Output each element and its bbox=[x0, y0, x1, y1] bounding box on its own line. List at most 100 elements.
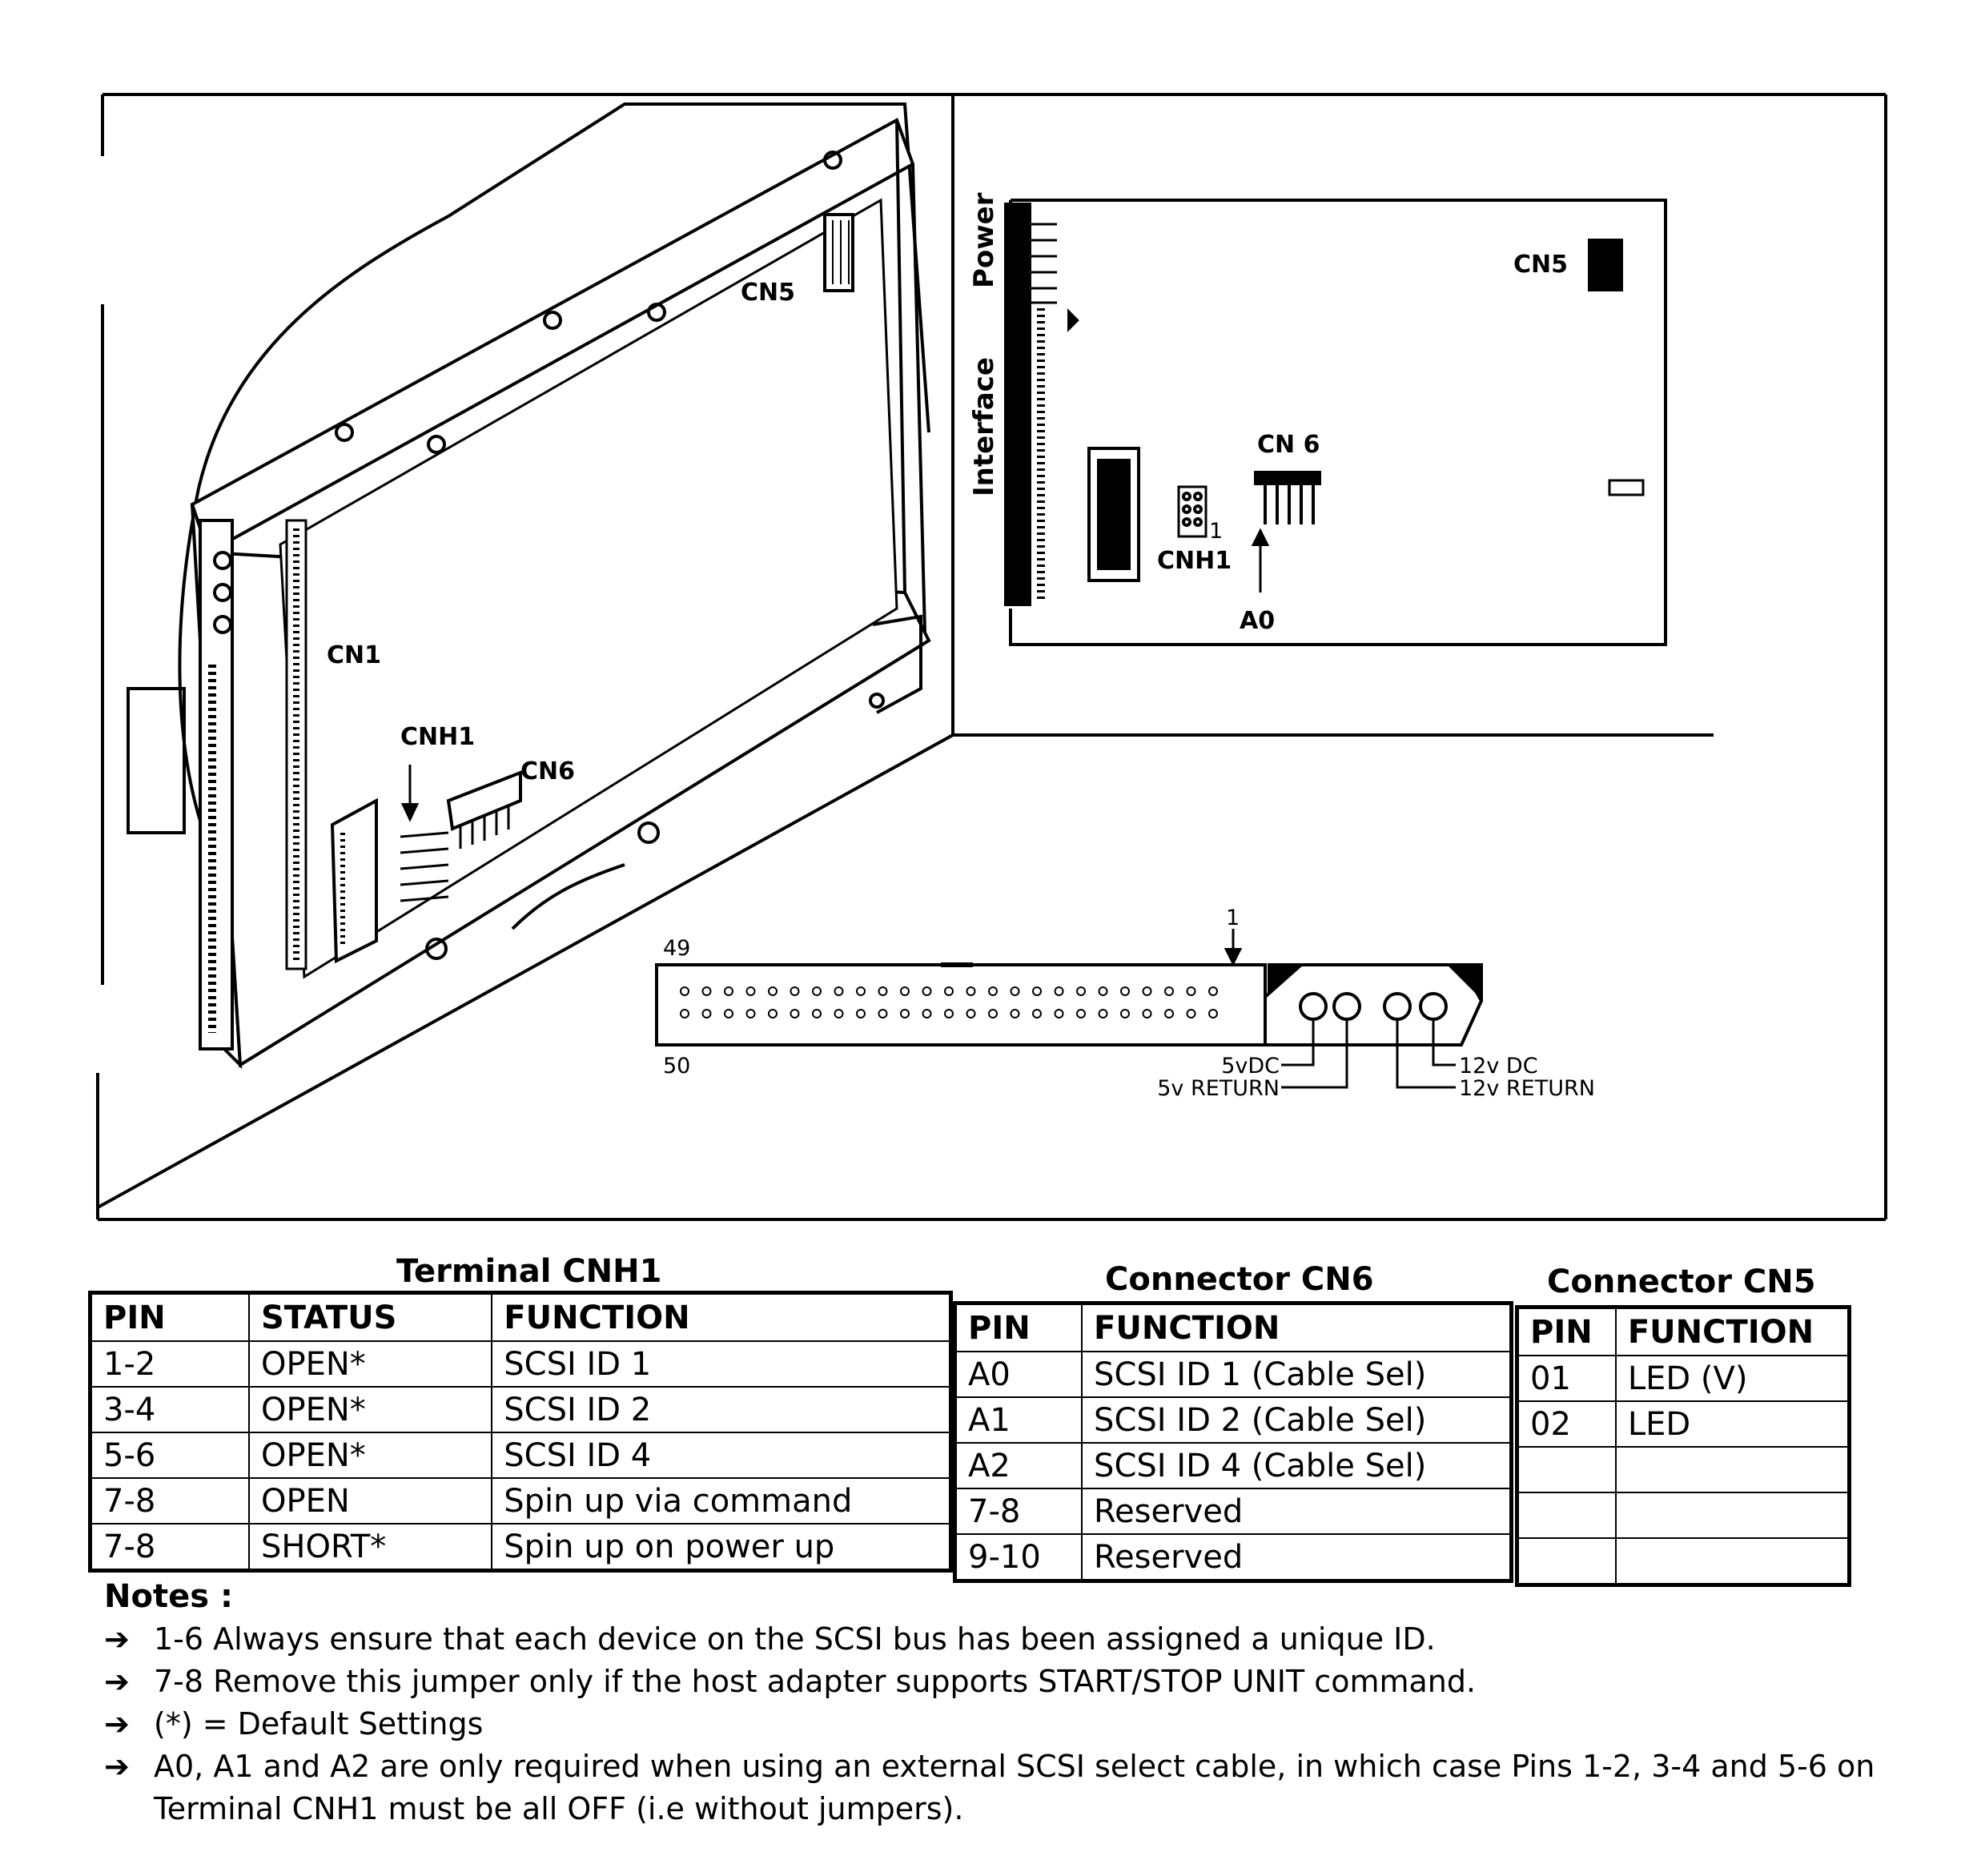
12vdc-label: 12v DC bbox=[1459, 1054, 1538, 1079]
cnh1-cell: OPEN bbox=[247, 1477, 493, 1525]
right-cn5-label: CN5 bbox=[1513, 251, 1568, 279]
cnh1-header-status: STATUS bbox=[247, 1292, 493, 1342]
connector-pin-dot bbox=[1164, 1009, 1174, 1018]
cn5-cell bbox=[1516, 1446, 1617, 1493]
connector-pin-dot bbox=[944, 1009, 954, 1018]
cn5-cell: 02 bbox=[1516, 1400, 1617, 1448]
drive-isometric-drawing bbox=[127, 102, 931, 1070]
cn6-table-title: Connector CN6 bbox=[1105, 1261, 1374, 1298]
cn6-cell: 9-10 bbox=[954, 1533, 1083, 1582]
rear-connector-drawing bbox=[655, 929, 1484, 1089]
cn5-cell bbox=[1614, 1537, 1850, 1586]
cnh1-cell: 1-2 bbox=[89, 1340, 250, 1388]
cn5-table-row bbox=[1516, 1537, 1850, 1586]
12v-return-label: 12v RETURN bbox=[1459, 1076, 1595, 1101]
connector-pin-dot bbox=[856, 986, 866, 996]
connector-pin-dot bbox=[1010, 1009, 1020, 1018]
connector-pin-dot bbox=[768, 1009, 778, 1018]
cn5-table-row bbox=[1516, 1492, 1850, 1539]
connector-pin50-label: 50 bbox=[663, 1054, 690, 1079]
connector-pin-dot bbox=[1186, 1009, 1196, 1018]
connector-pin-dot bbox=[812, 986, 822, 996]
cnh1-cell: Spin up via command bbox=[491, 1477, 952, 1525]
connector-pin-dot bbox=[1054, 1009, 1064, 1018]
note-text: 1-6 Always ensure that each device on th… bbox=[154, 1621, 1436, 1657]
connector-pin-dot bbox=[966, 1009, 976, 1018]
connector-pin1-label: 1 bbox=[1226, 906, 1240, 930]
connector-pin-dot bbox=[1186, 986, 1196, 996]
connector-pin-dot bbox=[966, 986, 976, 996]
cnh1-cell: 7-8 bbox=[89, 1477, 250, 1525]
connector-pin-dot bbox=[834, 1009, 844, 1018]
cn6-header-function: FUNCTION bbox=[1081, 1302, 1513, 1352]
right-cn6-label: CN 6 bbox=[1257, 431, 1320, 459]
connector-pin-dot bbox=[922, 1009, 932, 1018]
note-text: A0, A1 and A2 are only required when usi… bbox=[154, 1749, 1875, 1826]
connector-pin-dot bbox=[1076, 1009, 1086, 1018]
note-text: 7-8 Remove this jumper only if the host … bbox=[154, 1664, 1477, 1699]
cn6-cell: A2 bbox=[954, 1442, 1083, 1489]
cn5-table-title: Connector CN5 bbox=[1547, 1263, 1816, 1300]
connector-pin-dot bbox=[834, 986, 844, 996]
connector-pin-dot bbox=[878, 1009, 888, 1018]
connector-pin-dot bbox=[680, 1009, 689, 1018]
connector-pin-dot bbox=[1032, 1009, 1042, 1018]
connector-pin-dot bbox=[1164, 986, 1174, 996]
cnh1-pin1-marker: 1 bbox=[1209, 519, 1223, 544]
connector-pin-dot bbox=[1142, 1009, 1152, 1018]
cn5-table-row bbox=[1516, 1446, 1850, 1493]
connector-pin-dot bbox=[1098, 986, 1108, 996]
cnh1-cell: SCSI ID 2 bbox=[491, 1386, 952, 1433]
power-label: Power bbox=[968, 192, 1000, 288]
5v-return-label: 5v RETURN bbox=[1157, 1076, 1280, 1101]
notes-heading: Notes : bbox=[104, 1578, 233, 1615]
interface-label: Interface bbox=[968, 357, 1000, 496]
arrow-icon: ➔ bbox=[104, 1664, 130, 1699]
arrow-icon: ➔ bbox=[104, 1706, 130, 1741]
connector-pin-dot bbox=[1032, 986, 1042, 996]
connector-pin-dot bbox=[1208, 1009, 1218, 1018]
cn5-header-function: FUNCTION bbox=[1614, 1306, 1850, 1356]
diagram-frame bbox=[96, 93, 1887, 1221]
connector-pin-dot bbox=[768, 986, 778, 996]
note-item: ➔ A0, A1 and A2 are only required when u… bbox=[104, 1745, 1946, 1830]
cnh1-cell: 7-8 bbox=[89, 1523, 250, 1572]
cnh1-cell: OPEN* bbox=[247, 1386, 493, 1433]
cn5-cell bbox=[1516, 1537, 1617, 1586]
cn6-cell: SCSI ID 4 (Cable Sel) bbox=[1081, 1442, 1513, 1489]
connector-pin-dot bbox=[745, 986, 756, 996]
cnh1-cell: OPEN* bbox=[247, 1432, 493, 1479]
note-item: ➔ (*) = Default Settings bbox=[104, 1703, 1946, 1745]
cn5-cell: LED bbox=[1614, 1400, 1850, 1448]
connector-pin-dot bbox=[1076, 986, 1086, 996]
connector-pin-dot bbox=[724, 1009, 733, 1018]
connector-pin-dot bbox=[1098, 1009, 1108, 1018]
pcb-top-view bbox=[1004, 199, 1667, 646]
notes-section: Notes : ➔ 1-6 Always ensure that each de… bbox=[104, 1576, 1946, 1830]
connector-pin-dot bbox=[944, 986, 954, 996]
note-item: ➔ 7-8 Remove this jumper only if the hos… bbox=[104, 1661, 1946, 1703]
connector-pin-dot bbox=[1142, 986, 1152, 996]
cnh1-cell: 3-4 bbox=[89, 1386, 250, 1433]
note-item: ➔ 1-6 Always ensure that each device on … bbox=[104, 1618, 1946, 1661]
cnh1-cell: Spin up on power up bbox=[491, 1523, 952, 1572]
connector-pin-dot bbox=[1010, 986, 1020, 996]
5vdc-label: 5vDC bbox=[1221, 1054, 1280, 1079]
connector-pin49-label: 49 bbox=[663, 936, 690, 961]
cnh1-cell: SCSI ID 1 bbox=[491, 1340, 952, 1388]
connector-pin-dot bbox=[1120, 986, 1130, 996]
cn5-header-pin: PIN bbox=[1516, 1306, 1617, 1356]
cnh1-header-function: FUNCTION bbox=[491, 1292, 952, 1342]
cn5-cell bbox=[1516, 1492, 1617, 1539]
a0-label: A0 bbox=[1240, 607, 1275, 635]
cn5-cell: LED (V) bbox=[1614, 1355, 1850, 1402]
